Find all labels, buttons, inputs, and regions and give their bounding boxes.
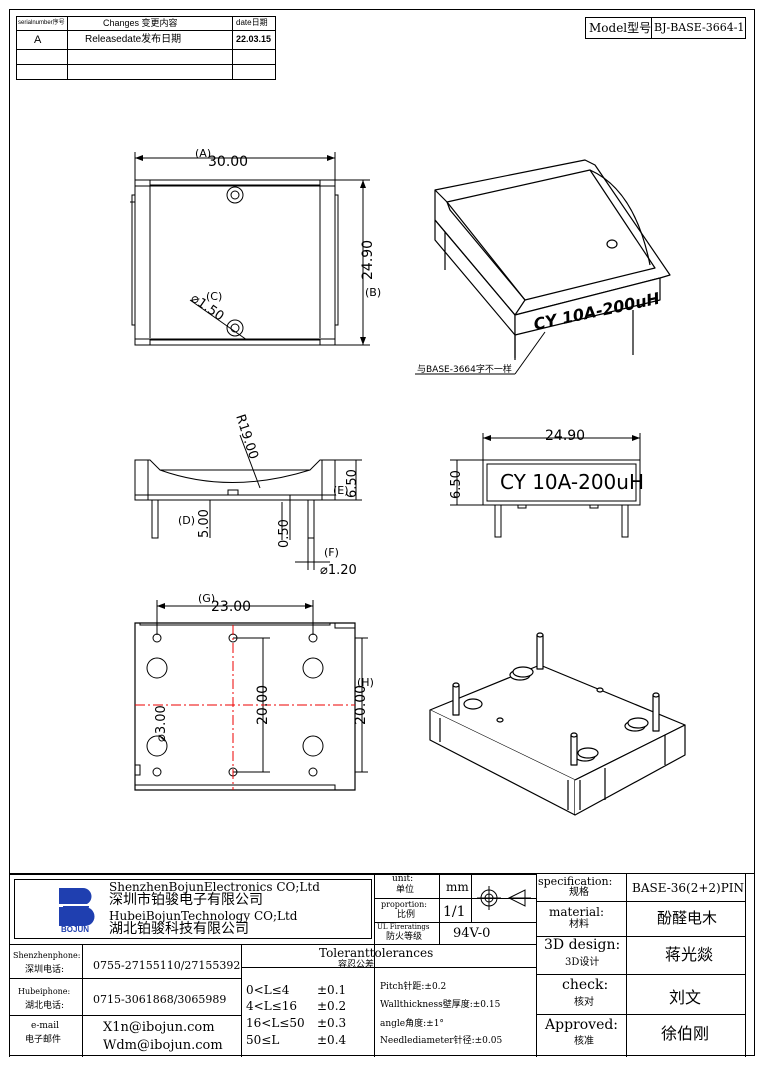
spec-value: BASE-36(2+2)PIN <box>632 881 745 895</box>
spec-en: specification: <box>538 875 613 888</box>
check-cn: 核对 <box>574 997 594 1008</box>
tol-note-3: angle角度:±1° <box>380 1019 444 1029</box>
iso-view-bottom <box>429 632 686 816</box>
tol-note-4: Needlediameter针径:±0.05 <box>380 1036 503 1046</box>
dim-a-value: 30.00 <box>208 154 248 170</box>
proportion-value: 1/1 <box>443 904 466 920</box>
logo-text: BOJUN <box>61 925 90 934</box>
front-width: 24.90 <box>545 428 585 444</box>
dim-c-label: (C) <box>206 290 222 303</box>
tol-range-3: 16<L≤50 <box>246 1016 305 1030</box>
dim-g-value: 23.00 <box>211 599 251 615</box>
tol-range-4: 50≤L <box>246 1033 280 1047</box>
approved-en: Approved: <box>545 1017 619 1033</box>
revision-change: Releasedate发布日期 <box>85 34 182 45</box>
dim-e-value: 6.50 <box>345 469 360 498</box>
dim-f-label: (F) <box>324 546 339 559</box>
tol-value-2: ±0.2 <box>317 999 347 1013</box>
projection-symbol-icon <box>477 886 531 910</box>
top-view: (A) 30.00 24.90 (B) (C) ⌀1.50 <box>130 147 381 346</box>
dim-h-label: (H) <box>357 676 374 689</box>
model-box: Model型号 BJ-BASE-3664-1 <box>585 17 746 39</box>
company-en-1: ShenzhenBojunElectronics CO;Ltd <box>109 880 320 894</box>
dim-b-value: 24.90 <box>360 240 376 280</box>
dim-d-label: (D) <box>178 514 195 527</box>
model-value: BJ-BASE-3664-1 <box>654 21 745 34</box>
iso-view-top: CY 10A-200uH 与BASE-3664字不一样 <box>415 159 671 375</box>
design-cn: 3D设计 <box>565 957 600 968</box>
material-en: material: <box>549 905 605 919</box>
dim-20-outer: 20.00 <box>353 685 369 725</box>
side-view: R19.00 6.50 (E) (D) 5.00 0.50 (F) ⌀1.20 <box>134 413 362 578</box>
material-cn: 材料 <box>569 919 589 930</box>
dim-d3: ⌀3.00 <box>154 705 169 742</box>
design-value: 蒋光燚 <box>665 945 714 964</box>
proportion-en: proportion: <box>381 900 427 909</box>
sz-phone-en: Shenzhenphone: <box>13 951 81 960</box>
dim-g-label: (G) <box>198 592 215 605</box>
tol-title-en: Toleranttolerances <box>319 946 434 960</box>
hb-phone-en: Hubeiphone: <box>18 987 71 996</box>
dim-050: 0.50 <box>277 519 292 548</box>
bottom-view: (G) 23.00 20.00 20.00 (H) ⌀3.00 <box>134 592 374 791</box>
revision-serial: A <box>34 34 42 46</box>
sz-phone-cn: 深圳电话: <box>25 965 65 975</box>
revision-header-changes: Changes 变更内容 <box>103 18 178 28</box>
revision-table: serialnumber序号 Changes 变更内容 date日期 A Rel… <box>16 16 276 80</box>
company-en-2: HubeiBojunTechnology CO;Ltd <box>109 909 298 923</box>
tol-value-1: ±0.1 <box>317 983 347 997</box>
revision-date: 22.03.15 <box>236 34 272 44</box>
email-2: Wdm@ibojun.com <box>103 1038 223 1053</box>
fire-value: 94V-0 <box>453 926 491 941</box>
company-cn-2: 湖北铂骏科技有限公司 <box>109 921 249 937</box>
note-3d: 与BASE-3664字不一样 <box>417 363 512 375</box>
unit-label-en: unit: <box>392 874 414 884</box>
dim-20-inner: 20.00 <box>255 685 271 725</box>
check-value: 刘文 <box>669 988 702 1007</box>
dim-a-label: (A) <box>195 147 211 160</box>
model-label: Model型号 <box>589 21 652 35</box>
unit-value: mm <box>446 880 469 894</box>
email-en: e-mail <box>31 1021 60 1031</box>
dim-f-value: ⌀1.20 <box>320 563 357 578</box>
tol-note-2: Wallthickness壁厚度:±0.15 <box>380 1000 501 1010</box>
proportion-cn: 比例 <box>397 910 416 920</box>
design-en: 3D design: <box>544 937 621 953</box>
drawing-frame <box>9 9 755 1056</box>
dim-e-label: (E) <box>333 484 349 497</box>
email-1: X1n@ibojun.com <box>103 1020 215 1035</box>
title-block: BOJUN ShenzhenBojunElectronics CO;Ltd 深圳… <box>9 873 755 1057</box>
email-cn: 电子邮件 <box>25 1035 62 1045</box>
material-value: 酚醛电木 <box>657 909 718 927</box>
tol-title-cn: 容忍公差 <box>338 960 375 970</box>
hb-phone: 0715-3061868/3065989 <box>93 993 227 1006</box>
fire-cn: 防火等级 <box>386 932 423 942</box>
dim-r: R19.00 <box>232 413 261 462</box>
front-height: 6.50 <box>449 470 464 499</box>
sz-phone: 0755-27155110/27155392 <box>93 959 241 972</box>
tol-range-1: 0<L≤4 <box>246 983 290 997</box>
approved-value: 徐伯刚 <box>661 1024 710 1043</box>
bojun-logo <box>55 888 97 926</box>
company-cn-1: 深圳市铂骏电子有限公司 <box>109 892 263 908</box>
tol-value-4: ±0.4 <box>317 1033 347 1047</box>
dim-d-value: 5.00 <box>197 509 212 538</box>
spec-cn: 规格 <box>569 887 589 898</box>
tol-note-1: Pitch针距:±0.2 <box>380 982 447 992</box>
revision-header-serial: serialnumber序号 <box>18 20 65 26</box>
hb-phone-cn: 湖北电话: <box>25 1001 65 1011</box>
front-view: 24.90 6.50 CY 10A-200uH <box>449 428 644 538</box>
tol-value-3: ±0.3 <box>317 1016 347 1030</box>
front-marking: CY 10A-200uH <box>500 470 644 494</box>
dim-b-label: (B) <box>365 286 381 299</box>
fire-en: UL Fireratings <box>377 923 430 931</box>
tol-range-2: 4<L≤16 <box>246 999 297 1013</box>
unit-label-cn: 单位 <box>396 885 415 895</box>
revision-header-date: date日期 <box>236 18 268 27</box>
check-en: check: <box>562 977 609 993</box>
approved-cn: 核准 <box>574 1036 594 1047</box>
